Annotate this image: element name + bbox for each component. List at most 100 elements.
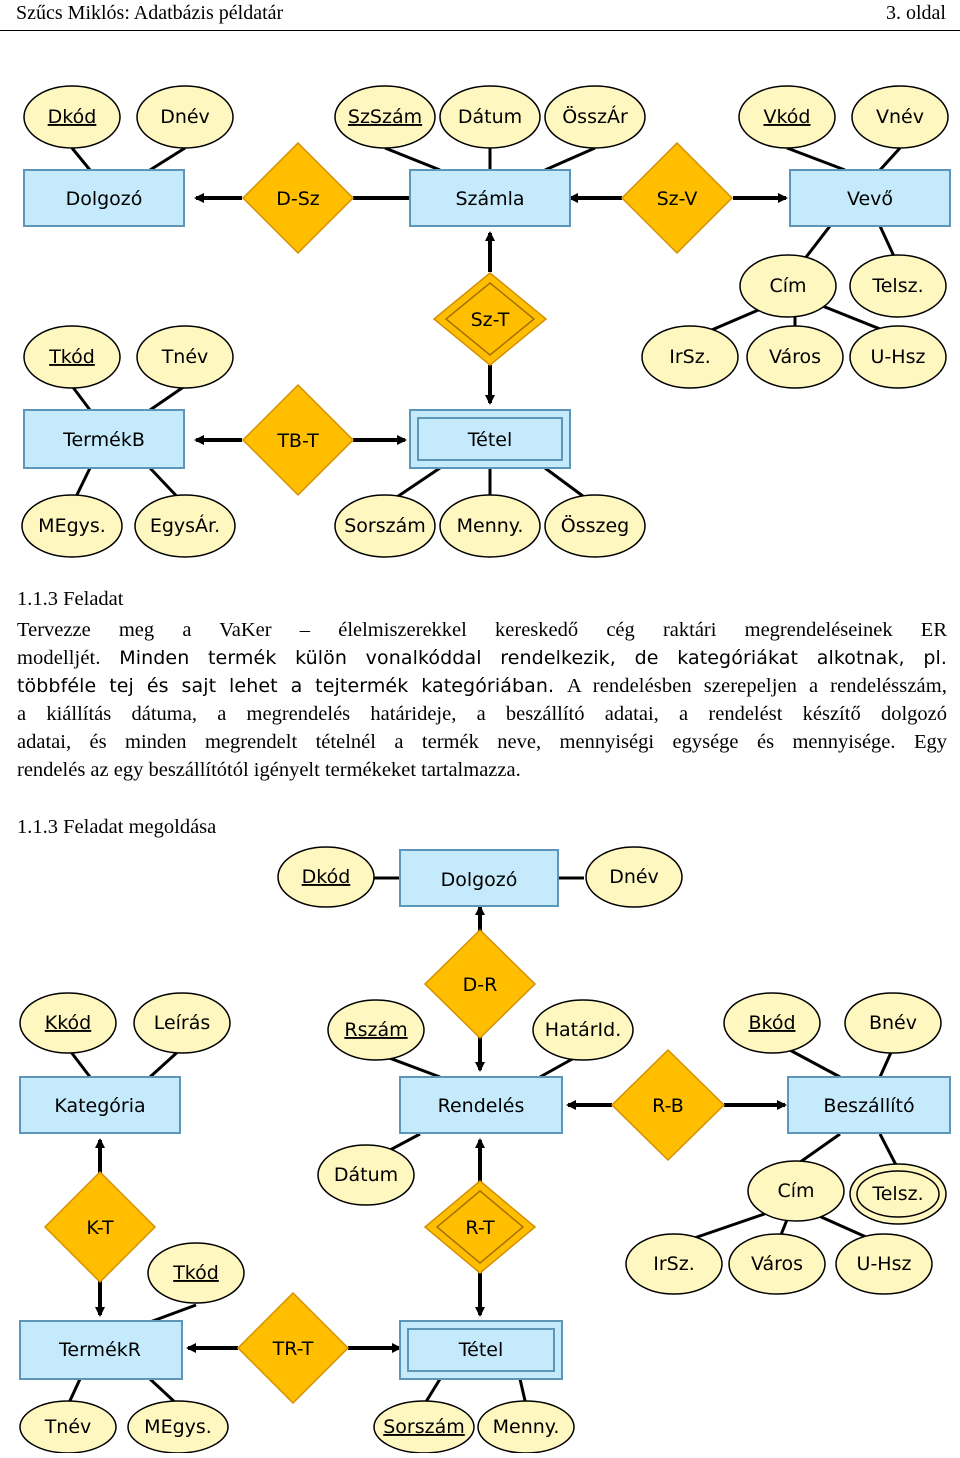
entity-label: Vevő [847, 188, 893, 210]
attribute-sorszam-key: Sorszám [334, 494, 436, 558]
attribute-label: Tnév [161, 346, 209, 368]
attribute-label: Menny. [493, 1416, 560, 1438]
relation-r-b: R-B [610, 1048, 726, 1162]
task-line: rendelés az egy beszállítótól igényelt t… [17, 759, 521, 781]
attribute-label: Dkód [302, 866, 351, 888]
attribute-label: U-Hsz [857, 1253, 912, 1275]
entity-vevo: Vevő [789, 169, 951, 227]
entity-label: Dolgozó [66, 188, 143, 210]
attribute-osszar: ÖsszÁr [544, 85, 646, 149]
attribute-osszeg: Összeg [544, 494, 646, 558]
attribute-tnev: Tnév [19, 1400, 117, 1453]
attribute-label: Összeg [561, 514, 629, 537]
entity-label: Tétel [458, 1339, 504, 1361]
attribute-szszam-key: SzSzám [334, 85, 436, 149]
entity-beszallito: Beszállító [787, 1076, 951, 1134]
er-diagram-1: Dolgozó Számla Vevő TermékB Tétel D-Sz S… [21, 85, 951, 558]
attribute-vkod-key: Vkód [738, 85, 836, 149]
attribute-label: Dnév [160, 106, 210, 128]
entity-label: Dolgozó [441, 869, 518, 891]
attribute-label: Kkód [45, 1012, 91, 1034]
task-title: 1.1.3 Feladat [17, 588, 124, 610]
attribute-label: Vnév [876, 106, 924, 128]
entity-szamla: Számla [409, 169, 571, 227]
attribute-label: Sorszám [383, 1416, 465, 1438]
attribute-label: ÖsszÁr [562, 105, 628, 128]
relation-label: TR-T [272, 1338, 314, 1360]
attribute-leiras: Leírás [133, 992, 231, 1054]
attribute-datum: Dátum [317, 1144, 415, 1206]
attribute-telsz: Telsz. [849, 254, 947, 318]
entity-dolgozo: Dolgozó [23, 169, 185, 227]
relation-tr-t: TR-T [236, 1291, 350, 1405]
relation-d-r: D-R [423, 928, 537, 1040]
header-title: Szűcs Miklós: Adatbázis példatár [16, 2, 284, 24]
attribute-dkod-key: Dkód [23, 85, 121, 149]
page-number: 3. oldal [886, 2, 946, 24]
attribute-label: Tkód [48, 346, 95, 368]
attribute-telsz-multivalued: Telsz. [849, 1163, 947, 1225]
attribute-label: MEgys. [144, 1416, 212, 1438]
attribute-egysar: EgysÁr. [134, 494, 236, 558]
relation-label: R-B [652, 1095, 684, 1117]
task-line: többféle tej és sajt lehet a tejtermék k… [17, 675, 948, 697]
entity-label: Számla [455, 188, 524, 210]
attribute-dkod-key: Dkód [277, 846, 375, 908]
attribute-rszam-key: Rszám [327, 999, 425, 1061]
attribute-bnev: Bnév [844, 992, 942, 1054]
attribute-cim-composite: Cím [739, 254, 837, 318]
attribute-dnev: Dnév [585, 846, 683, 908]
attribute-label: Bkód [748, 1012, 795, 1034]
relation-sz-v: Sz-V [620, 141, 734, 255]
attribute-label: Tkód [172, 1262, 219, 1284]
attribute-label: Dkód [48, 106, 97, 128]
relation-label: R-T [465, 1217, 495, 1239]
task-line: a kiállítás dátuma, a megrendelés határi… [17, 703, 947, 725]
entity-kategoria: Kategória [19, 1076, 181, 1134]
attribute-label: MEgys. [38, 515, 106, 537]
attribute-menny: Menny. [439, 494, 541, 558]
attribute-hatarid: HatárId. [532, 999, 634, 1061]
attribute-label: Sorszám [344, 515, 426, 537]
attribute-datum: Dátum [439, 85, 541, 149]
entity-label: TermékR [58, 1339, 141, 1361]
attribute-label: Vkód [763, 106, 810, 128]
task-line: modelljét. Minden termék külön vonalkódd… [17, 647, 948, 669]
attribute-label: Menny. [457, 515, 524, 537]
task-line: Tervezze meg a VaKer – élelmiszerekkel k… [17, 619, 947, 641]
attribute-label: Város [769, 346, 821, 368]
entity-tetel-weak: Tétel [399, 1320, 563, 1380]
attribute-label: Tnév [44, 1416, 92, 1438]
attribute-irsz: IrSz. [641, 325, 739, 389]
attribute-label: Város [751, 1253, 803, 1275]
attribute-menny: Menny. [477, 1400, 575, 1453]
attribute-tnev: Tnév [136, 325, 234, 389]
relation-tb-t: TB-T [241, 383, 355, 497]
attribute-varos: Város [746, 325, 844, 389]
attribute-megys: MEgys. [21, 494, 123, 558]
task-line: adatai, és minden megrendelt tételnél a … [17, 731, 947, 753]
relation-label: D-R [463, 974, 498, 996]
attribute-sorszam-key: Sorszám [373, 1400, 475, 1453]
attribute-label: IrSz. [669, 346, 711, 368]
attribute-kkod-key: Kkód [19, 992, 117, 1054]
entity-label: Kategória [54, 1095, 145, 1117]
attribute-label: Dátum [334, 1164, 398, 1186]
entity-label: Rendelés [438, 1095, 525, 1117]
entity-tetel-weak: Tétel [409, 409, 571, 469]
attribute-label: EgysÁr. [150, 514, 220, 537]
attribute-label: Telsz. [871, 1183, 923, 1205]
relation-k-t: K-T [43, 1170, 157, 1284]
attribute-label: Telsz. [871, 275, 923, 297]
entity-termekr: TermékR [19, 1320, 183, 1380]
attribute-dnev: Dnév [136, 85, 234, 149]
attribute-label: IrSz. [653, 1253, 695, 1275]
attribute-label: Bnév [869, 1012, 917, 1034]
attribute-label: U-Hsz [871, 346, 926, 368]
attribute-label: SzSzám [348, 106, 422, 128]
attribute-label: HatárId. [545, 1019, 622, 1041]
entity-label: TermékB [62, 429, 145, 451]
page-header: Szűcs Miklós: Adatbázis példatár 3. olda… [0, 0, 960, 31]
attribute-label: Dátum [458, 106, 522, 128]
attribute-irsz: IrSz. [625, 1233, 723, 1295]
